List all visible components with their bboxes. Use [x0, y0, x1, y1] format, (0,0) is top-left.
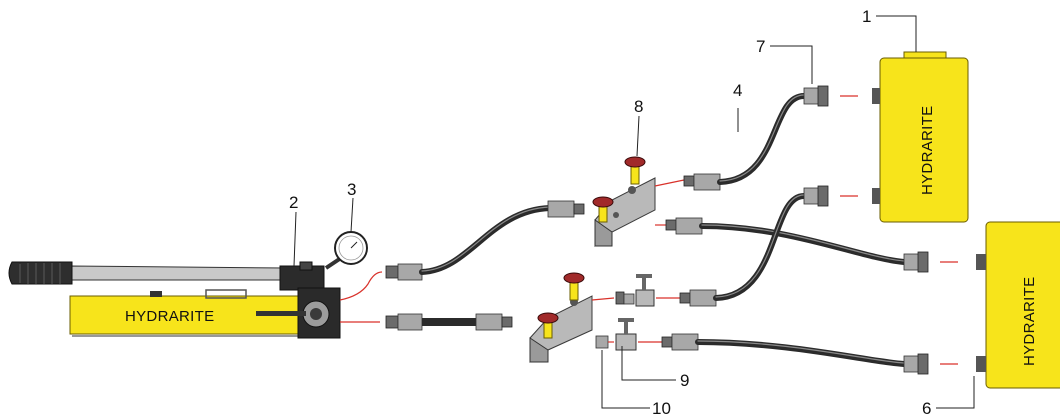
- callout-8: 8: [634, 97, 643, 116]
- callout-numbers: 1 2 3 4 6 7 8 9 10: [289, 7, 931, 418]
- cylinder-upper-brand-label: HYDRARITE: [919, 106, 936, 195]
- callout-leaders: [293, 15, 975, 409]
- callout-2: 2: [289, 193, 298, 212]
- pump-brand-label: HYDRARITE: [125, 308, 214, 325]
- hand-pump: HYDRARITE: [8, 261, 341, 339]
- cylinder-upper: HYDRARITE: [872, 51, 969, 223]
- lower-output-hoses: [591, 185, 958, 375]
- upper-output-hoses: [654, 85, 958, 273]
- pressure-gauge: [324, 231, 368, 270]
- pump-handle-grip: [8, 261, 73, 285]
- quick-coupler-10: [595, 335, 609, 349]
- callout-7: 7: [756, 37, 765, 56]
- callout-10: 10: [652, 399, 671, 418]
- pump-handle-lever: [69, 265, 286, 281]
- manifold-upper: [592, 156, 656, 248]
- needle-valve-upper: [635, 289, 655, 307]
- callout-4: 4: [733, 81, 742, 100]
- callout-9: 9: [680, 371, 689, 390]
- manifold-lower: [529, 272, 593, 363]
- callout-6: 6: [922, 399, 931, 418]
- needle-valve-9: [615, 333, 637, 351]
- callout-3: 3: [347, 180, 356, 199]
- cylinder-lower-brand-label: HYDRARITE: [1021, 277, 1038, 366]
- callout-1: 1: [862, 7, 871, 26]
- pump-lines: [339, 200, 585, 331]
- cylinder-lower: HYDRARITE: [976, 221, 1060, 389]
